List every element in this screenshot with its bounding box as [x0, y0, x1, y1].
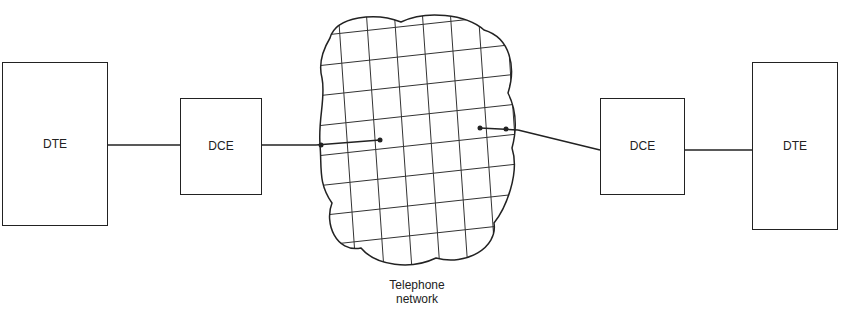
equipment-box: DCE	[600, 98, 685, 195]
connection-line	[518, 130, 600, 150]
connection-line	[108, 144, 180, 146]
network-label: Telephone network	[379, 8, 455, 307]
equipment-box: DTE	[2, 62, 108, 226]
connection-line	[685, 149, 752, 151]
equipment-box: DTE	[752, 62, 838, 230]
equipment-box: DCE	[180, 98, 262, 195]
equipment-label: DTE	[783, 139, 807, 153]
equipment-label: DCE	[630, 139, 655, 153]
equipment-label: DTE	[43, 137, 67, 151]
network-cloud: Telephone network	[316, 8, 518, 307]
network-illustration	[316, 8, 518, 270]
equipment-label: DCE	[208, 139, 233, 153]
connection-line	[262, 144, 316, 146]
